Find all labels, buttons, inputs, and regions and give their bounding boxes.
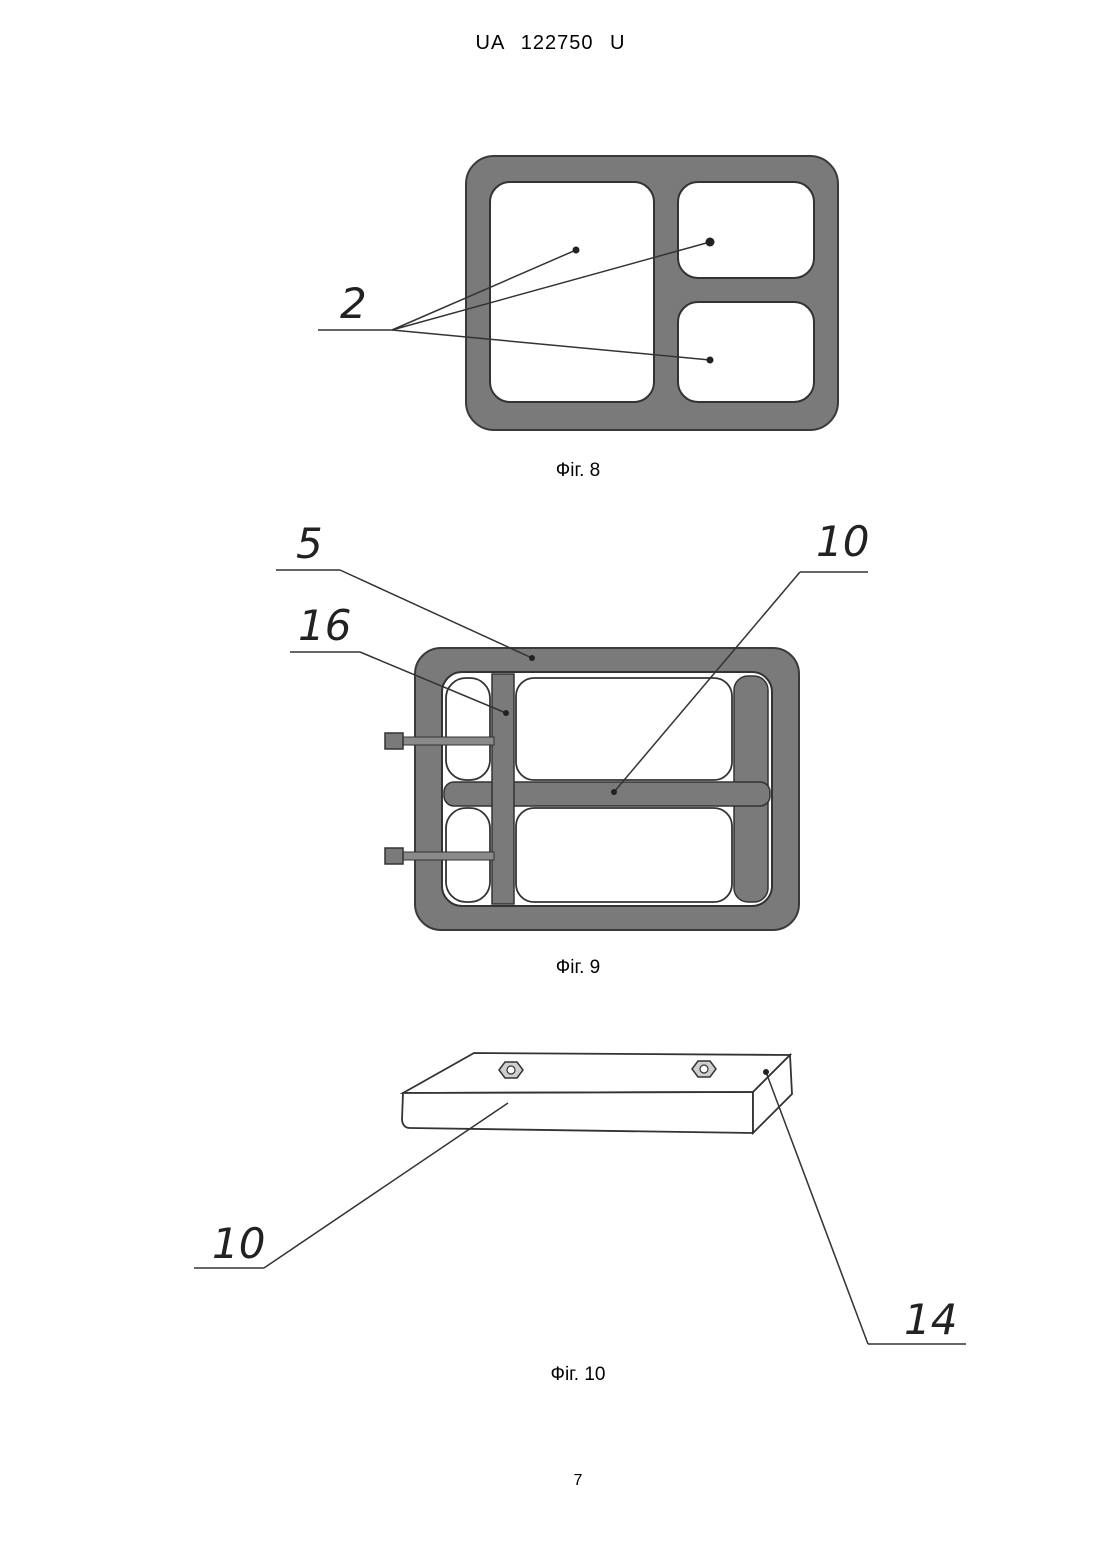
- figure-10-drawing: 10 14: [0, 0, 1101, 1400]
- plate-front-face: [402, 1092, 753, 1133]
- page-number: 7: [0, 1472, 1101, 1490]
- ref-label-14: 14: [904, 1295, 957, 1344]
- plate-top-face: [403, 1053, 790, 1093]
- leader-dot: [763, 1069, 769, 1075]
- hex-nut-hole: [700, 1065, 708, 1073]
- leader-line: [766, 1072, 868, 1344]
- leader-line: [264, 1103, 508, 1268]
- hex-nut-hole: [507, 1066, 515, 1074]
- figure-10-caption: Фіг. 10: [0, 1364, 1101, 1386]
- ref-label-10: 10: [212, 1219, 265, 1268]
